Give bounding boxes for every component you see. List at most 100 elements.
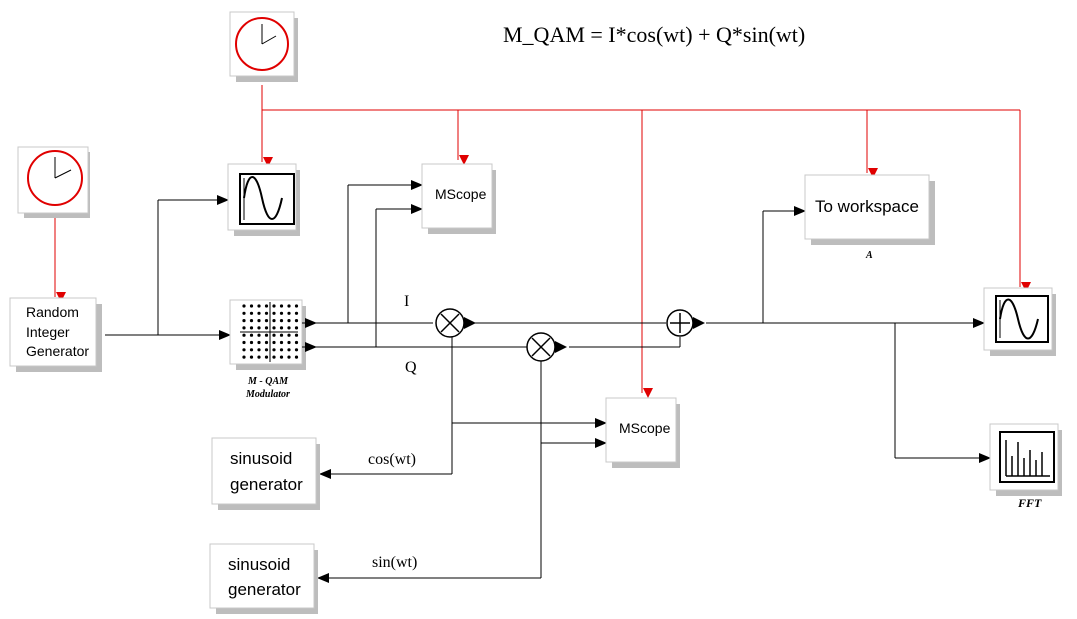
spectrum-icon [1005, 440, 1050, 477]
qam-caption-line1: M - QAM [247, 376, 289, 387]
constellation-dot [294, 326, 299, 330]
constellation-dot [287, 311, 291, 315]
sinusoid-generator-block-1[interactable]: sinusoid generator [211, 437, 320, 510]
constellation-dot [279, 304, 284, 308]
constellation-dot [279, 355, 284, 359]
constellation-dot [264, 355, 269, 359]
mscope-top-label: MScope [435, 186, 487, 202]
constellation-dot [242, 340, 246, 345]
constellation-dot [279, 319, 284, 323]
constellation-dot [257, 340, 261, 345]
rig-label-line3: Generator [26, 343, 89, 359]
to-workspace-caption: A [865, 250, 873, 261]
data-wires [105, 180, 991, 583]
q-signal-label: Q [405, 359, 417, 376]
to-workspace-block[interactable]: To workspace [804, 174, 935, 245]
event-lines [54, 85, 1031, 398]
scope-block-left[interactable] [227, 163, 300, 236]
constellation-dot [279, 311, 284, 315]
constellation-dot [287, 340, 291, 345]
constellation-dot [242, 355, 246, 359]
sinusoid-2-line1: sinusoid [228, 555, 290, 574]
constellation-dot [257, 319, 261, 323]
constellation-dot [242, 311, 246, 315]
constellation-dot [287, 319, 291, 323]
sin-signal-label: sin(wt) [372, 554, 417, 571]
constellation-dot [257, 333, 261, 337]
fft-caption: FFT [1017, 496, 1042, 510]
constellation-dot [249, 311, 254, 315]
constellation-dot [242, 319, 246, 323]
qam-caption-line2: Modulator [245, 389, 290, 400]
sinusoid-1-line1: sinusoid [230, 449, 292, 468]
equation-title: M_QAM = I*cos(wt) + Q*sin(wt) [503, 22, 805, 47]
constellation-dot [242, 326, 246, 330]
constellation-dot [249, 348, 254, 352]
to-workspace-label: To workspace [815, 197, 919, 216]
sinusoid-2-line2: generator [228, 580, 301, 599]
constellation-dot [242, 333, 246, 337]
constellation-dot [249, 333, 254, 337]
constellation-dot [294, 355, 299, 359]
constellation-dot [287, 348, 291, 352]
constellation-dot [257, 348, 261, 352]
constellation-dot [264, 311, 269, 315]
constellation-dot [272, 355, 276, 359]
constellation-dot [249, 326, 254, 330]
rig-label-line2: Integer [26, 324, 70, 340]
sinusoid-1-line2: generator [230, 475, 303, 494]
constellation-dot [257, 311, 261, 315]
sinusoid-generator-block-2[interactable]: sinusoid generator [209, 543, 318, 614]
constellation-dot [294, 311, 299, 315]
constellation-dot [287, 333, 291, 337]
constellation-dot [279, 348, 284, 352]
multiplier-q[interactable] [526, 332, 567, 362]
constellation-dot [287, 326, 291, 330]
constellation-dot [264, 304, 269, 308]
constellation-dot [264, 319, 269, 323]
constellation-dot [272, 304, 276, 308]
cos-signal-label: cos(wt) [368, 451, 416, 468]
constellation-dot [249, 304, 254, 308]
mscope-block-top[interactable]: MScope [421, 163, 496, 234]
constellation-dot [264, 333, 269, 337]
scope-block-right[interactable] [983, 287, 1056, 356]
constellation-icon [242, 304, 299, 359]
constellation-dot [294, 304, 299, 308]
constellation-dot [272, 333, 276, 337]
constellation-dot [264, 326, 269, 330]
constellation-dot [279, 340, 284, 345]
constellation-dot [249, 319, 254, 323]
mscope-bottom-label: MScope [619, 420, 671, 436]
qam-modulator-block[interactable] [229, 299, 306, 370]
constellation-dot [272, 311, 276, 315]
constellation-dot [279, 333, 284, 337]
constellation-dot [272, 348, 276, 352]
random-integer-generator-block[interactable]: Random Integer Generator [9, 297, 102, 372]
rig-label-line1: Random [26, 304, 79, 320]
constellation-dot [264, 348, 269, 352]
constellation-dot [272, 319, 276, 323]
constellation-dot [264, 340, 269, 345]
multiplier-i[interactable] [435, 308, 476, 338]
clock-block-left[interactable] [17, 146, 90, 218]
adder[interactable] [666, 309, 705, 337]
constellation-dot [287, 355, 291, 359]
i-signal-label: I [404, 293, 409, 310]
constellation-dot [257, 355, 261, 359]
clock-block-top[interactable] [229, 11, 298, 82]
constellation-dot [257, 304, 261, 308]
constellation-dot [249, 340, 254, 345]
constellation-dot [242, 348, 246, 352]
constellation-dot [272, 340, 276, 345]
mscope-block-bottom[interactable]: MScope [605, 397, 680, 468]
fft-block[interactable] [989, 423, 1062, 496]
sine-wave-icon [999, 298, 1039, 340]
constellation-dot [242, 304, 246, 308]
sine-wave-icon [243, 176, 283, 220]
constellation-dot [294, 348, 299, 352]
constellation-dot [272, 326, 276, 330]
constellation-dot [294, 333, 299, 337]
constellation-dot [294, 340, 299, 345]
